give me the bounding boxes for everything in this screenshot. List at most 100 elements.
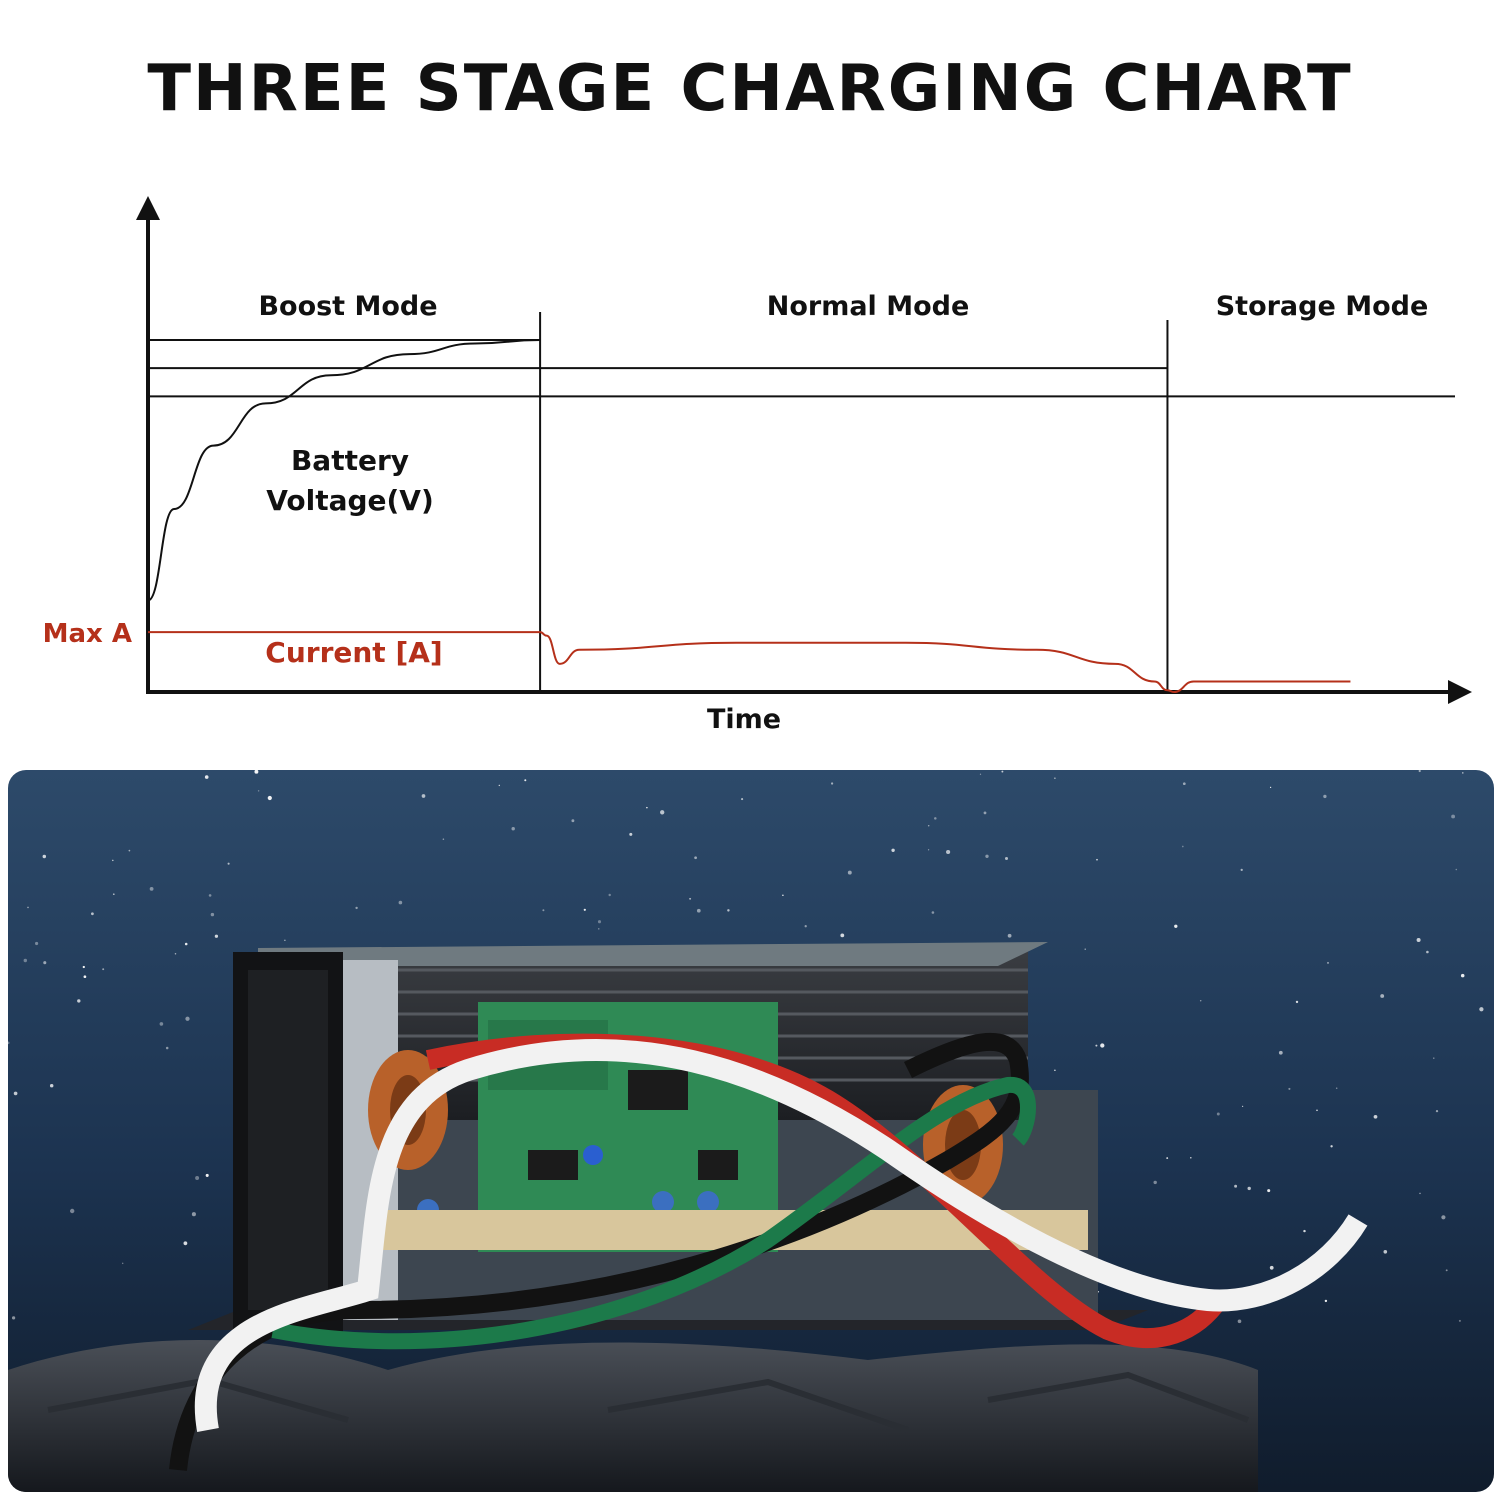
star xyxy=(1247,1186,1251,1191)
star xyxy=(1096,858,1098,861)
voltage-curve xyxy=(147,339,541,602)
star xyxy=(1303,1229,1306,1233)
star xyxy=(35,941,39,946)
star xyxy=(646,806,648,809)
star xyxy=(1288,1087,1291,1090)
star xyxy=(185,1016,190,1021)
star xyxy=(782,894,784,896)
star xyxy=(1241,1105,1244,1108)
star xyxy=(1441,1215,1446,1220)
star xyxy=(1460,973,1465,978)
star xyxy=(946,849,951,855)
star xyxy=(398,900,403,905)
charging-chart: Boost Mode Normal Mode Storage ModeBattery… xyxy=(43,196,1472,735)
white-wire xyxy=(194,1038,1368,1432)
page-title: THREE STAGE CHARGING CHART xyxy=(147,52,1353,126)
star xyxy=(267,795,272,801)
star xyxy=(571,819,575,823)
stage-label: Storage Mode xyxy=(1216,291,1429,322)
x-axis-label: Time xyxy=(707,704,781,735)
star xyxy=(70,1208,75,1214)
star xyxy=(511,827,515,831)
stage-label: Normal Mode xyxy=(767,291,970,322)
star xyxy=(83,975,87,979)
star xyxy=(227,862,230,865)
star xyxy=(689,897,692,900)
star xyxy=(741,798,744,801)
star xyxy=(696,908,701,913)
star xyxy=(727,909,730,912)
star xyxy=(1418,770,1421,773)
star xyxy=(1054,1069,1056,1072)
star xyxy=(927,824,930,827)
star xyxy=(1295,1000,1299,1004)
charger-illustration xyxy=(8,770,1494,1492)
star xyxy=(1383,1250,1388,1254)
star xyxy=(165,1046,169,1050)
voltage-label-line: Battery xyxy=(291,444,409,477)
star xyxy=(1166,1157,1169,1160)
star xyxy=(1316,1109,1318,1112)
star xyxy=(1479,1007,1484,1012)
star xyxy=(8,1041,10,1045)
star xyxy=(204,775,209,779)
star xyxy=(1234,1184,1238,1188)
star xyxy=(1174,924,1178,928)
star xyxy=(694,856,697,860)
star xyxy=(421,794,426,798)
star xyxy=(77,999,81,1003)
star xyxy=(23,958,28,963)
star xyxy=(284,939,286,941)
star xyxy=(1269,786,1272,789)
star xyxy=(985,854,989,858)
star xyxy=(1084,948,1086,950)
max-current-label: Max A xyxy=(43,619,132,649)
star xyxy=(1240,868,1243,872)
star xyxy=(1445,1269,1448,1272)
star xyxy=(1182,782,1186,786)
star xyxy=(355,906,358,910)
star xyxy=(1278,1050,1283,1055)
star xyxy=(174,953,177,955)
star xyxy=(934,817,937,820)
star xyxy=(1007,933,1012,938)
star xyxy=(598,928,600,930)
charger-photo xyxy=(8,770,1494,1492)
star xyxy=(840,933,845,938)
star xyxy=(1100,1043,1105,1048)
star xyxy=(1380,994,1385,998)
green-wire xyxy=(271,1077,1036,1350)
voltage-label-line: Voltage(V) xyxy=(266,484,434,517)
star xyxy=(979,773,982,775)
star xyxy=(13,1091,18,1096)
star xyxy=(254,770,259,774)
stage-label: Boost Mode xyxy=(258,291,437,322)
star xyxy=(27,906,29,909)
star xyxy=(1054,777,1056,780)
star xyxy=(1419,1192,1421,1195)
star xyxy=(1455,868,1458,871)
star xyxy=(1199,1000,1202,1002)
star xyxy=(1269,1265,1274,1270)
star xyxy=(205,1173,209,1177)
star xyxy=(1153,1180,1157,1185)
star xyxy=(629,832,633,836)
star xyxy=(121,1262,124,1265)
star xyxy=(149,887,154,891)
star xyxy=(42,854,47,859)
star xyxy=(49,1083,54,1088)
star xyxy=(1323,794,1327,799)
star xyxy=(583,908,586,911)
star xyxy=(1005,857,1008,860)
star xyxy=(927,849,930,851)
star xyxy=(524,779,527,782)
star xyxy=(1097,1291,1100,1293)
star xyxy=(1327,961,1329,964)
star xyxy=(1324,1299,1328,1303)
star xyxy=(597,920,602,924)
star xyxy=(208,894,212,897)
star xyxy=(1001,770,1004,773)
star xyxy=(12,1316,16,1320)
star xyxy=(191,1212,196,1217)
star xyxy=(442,838,445,840)
